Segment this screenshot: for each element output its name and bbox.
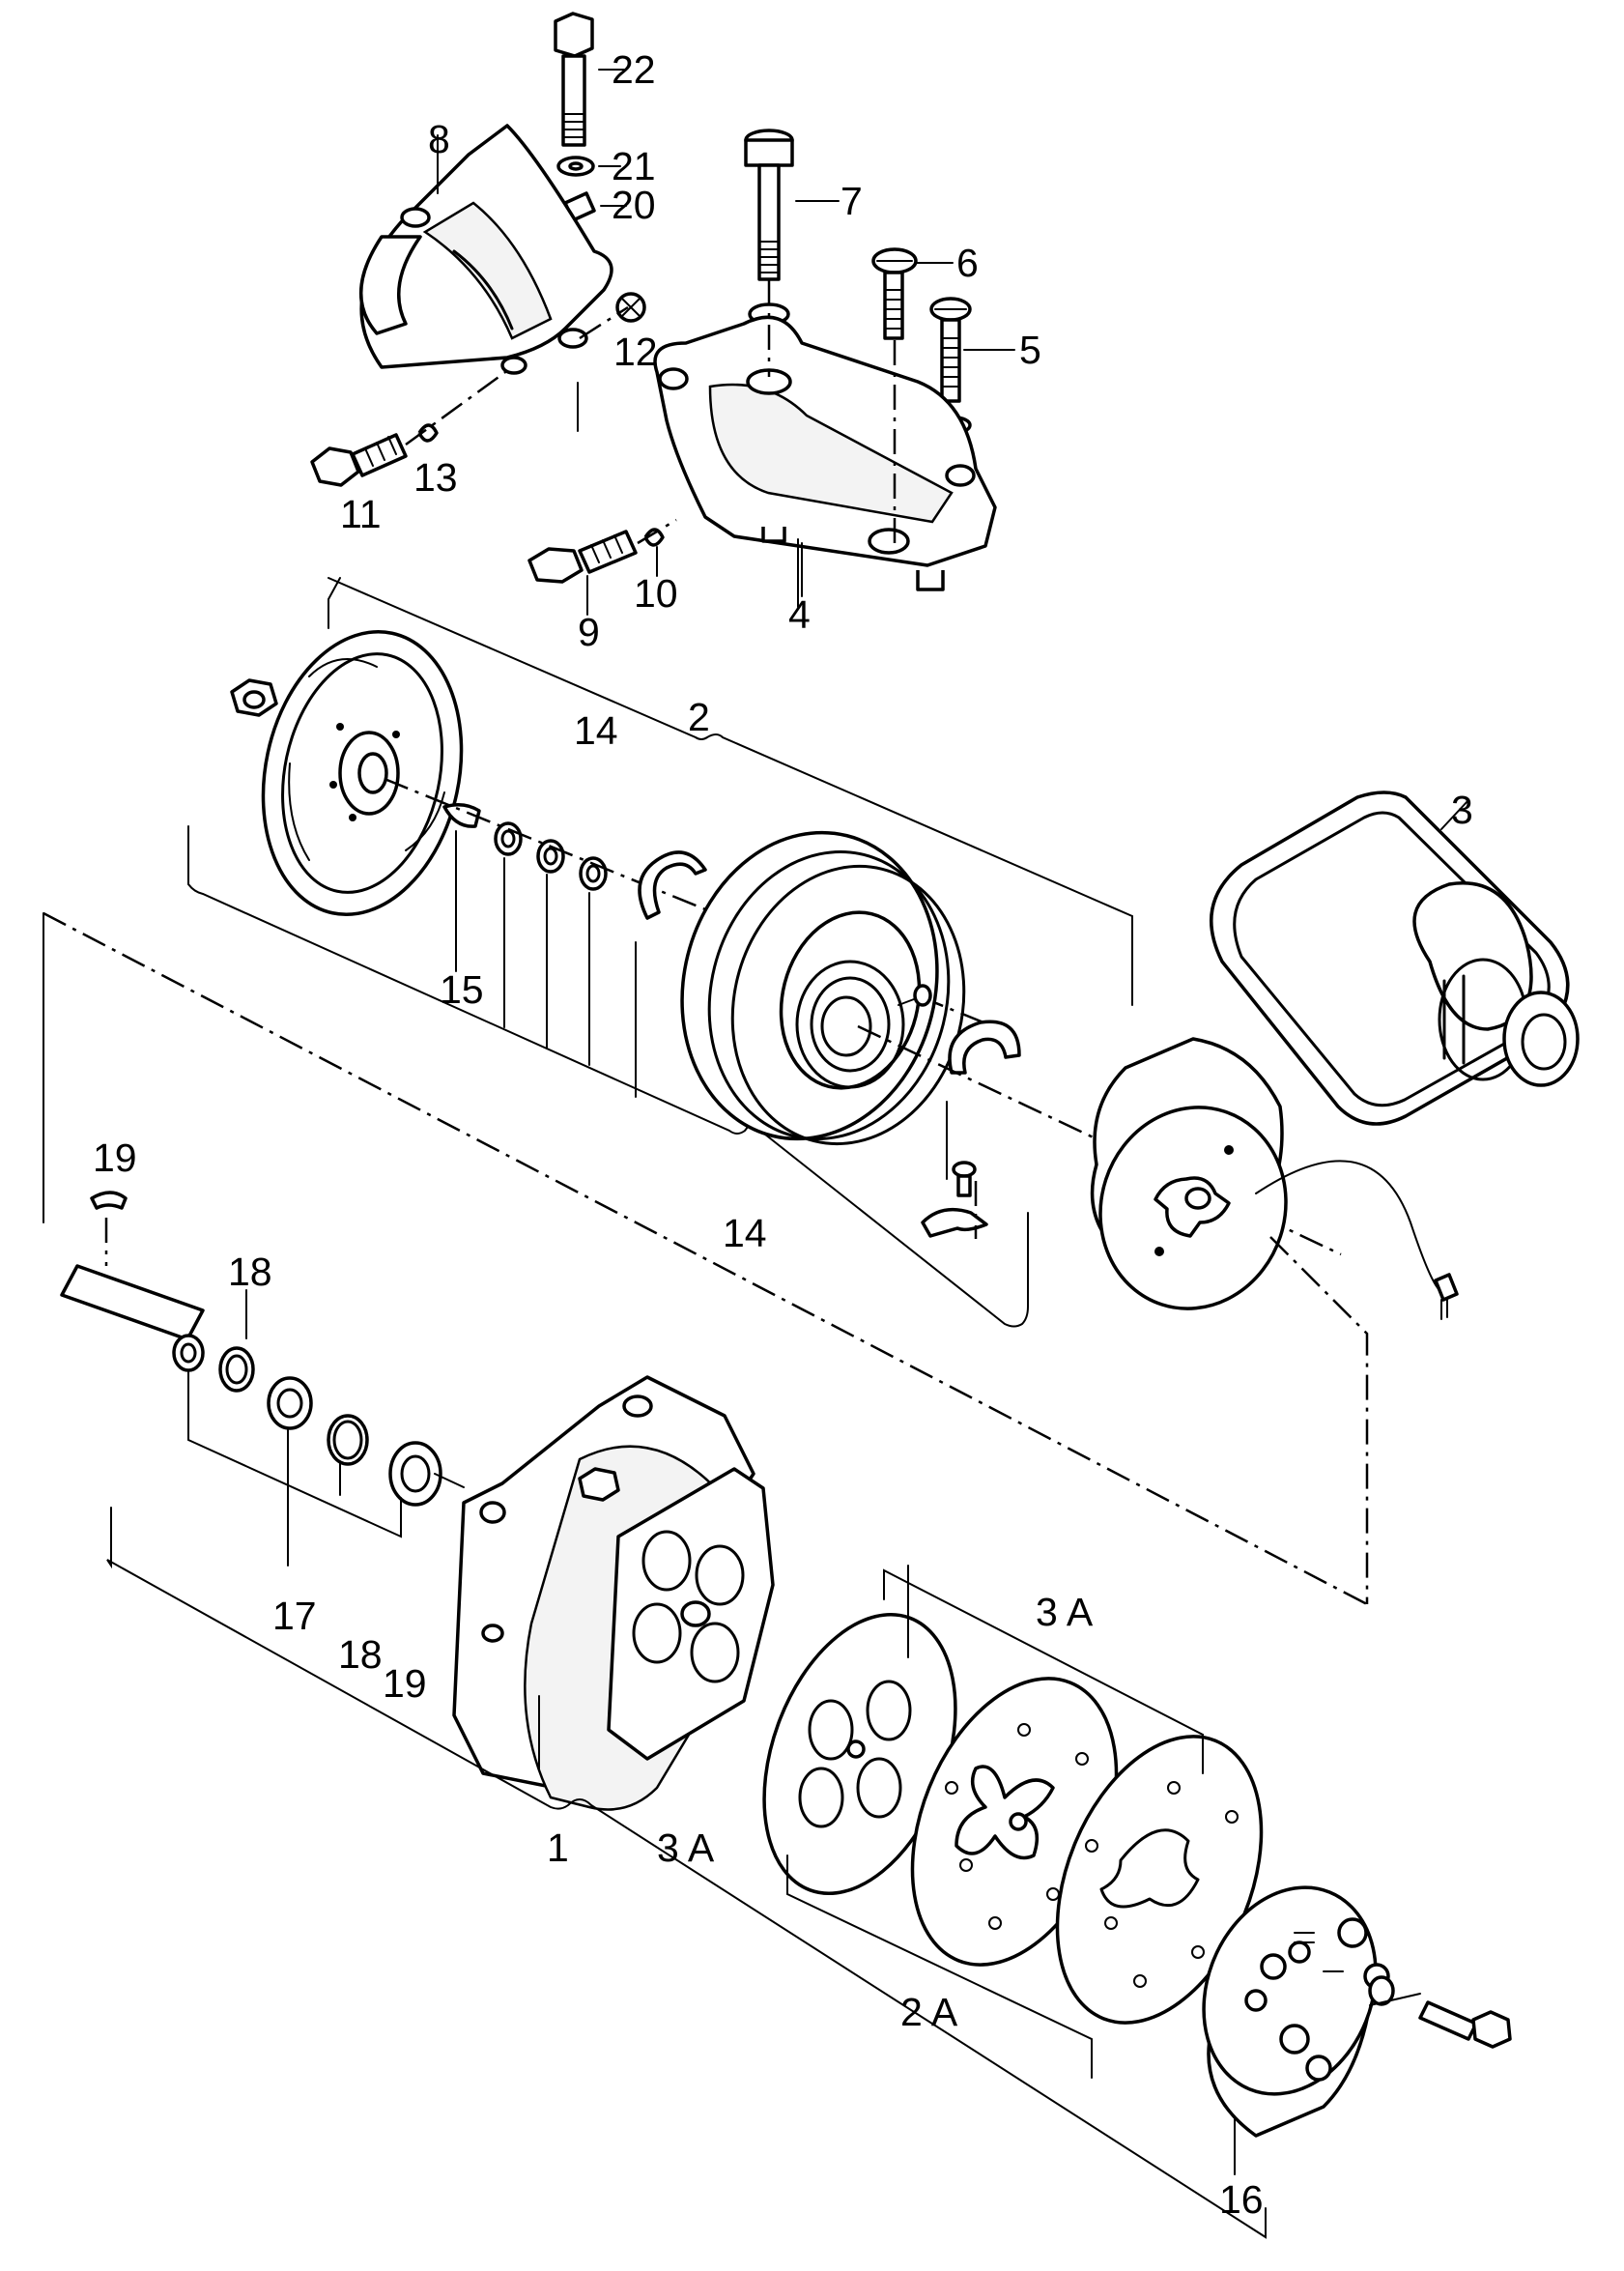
nut bbox=[230, 678, 278, 717]
leader-3 bbox=[1440, 799, 1469, 830]
label-18-top: 18 bbox=[228, 1250, 272, 1294]
label-7: 7 bbox=[840, 179, 863, 223]
seal-parts bbox=[172, 1334, 442, 1507]
label-2: 2 bbox=[688, 695, 710, 739]
bracket-4 bbox=[653, 315, 997, 591]
seal-bracket bbox=[187, 1371, 402, 1538]
label-4: 4 bbox=[788, 592, 811, 637]
label-16: 16 bbox=[1219, 2177, 1264, 2222]
snap-ring bbox=[638, 850, 707, 920]
magnetic-coil bbox=[1090, 1037, 1459, 1320]
label-14-bot: 14 bbox=[723, 1211, 767, 1255]
shim-washers bbox=[494, 821, 608, 891]
shaft bbox=[60, 1264, 205, 1341]
label-14-top: 14 bbox=[574, 708, 618, 753]
compressor-body bbox=[452, 1375, 775, 1811]
bolt-7 bbox=[744, 129, 794, 281]
label-1: 1 bbox=[547, 1825, 569, 1870]
bolt-9 bbox=[527, 530, 638, 584]
label-19-top: 19 bbox=[93, 1136, 137, 1180]
label-21: 21 bbox=[612, 144, 656, 188]
group-1-bracket bbox=[106, 1507, 1267, 2239]
label-18-bot: 18 bbox=[338, 1632, 383, 1677]
drive-belt bbox=[1210, 791, 1580, 1126]
group-2-bracket bbox=[328, 577, 1133, 1006]
key-15 bbox=[442, 803, 481, 828]
label-2a: 2 A bbox=[900, 1990, 958, 2034]
pulley bbox=[680, 830, 966, 1146]
bracket-3a-top bbox=[883, 1568, 1204, 1774]
label-8: 8 bbox=[428, 117, 450, 161]
label-3a-top: 3 A bbox=[1036, 1590, 1094, 1634]
label-11: 11 bbox=[340, 492, 382, 536]
spring-washer-10 bbox=[643, 528, 665, 547]
bolt-22 bbox=[554, 12, 594, 147]
clutch-plate bbox=[261, 629, 464, 917]
label-17: 17 bbox=[272, 1594, 317, 1638]
label-19-bot: 19 bbox=[383, 1661, 427, 1706]
label-15: 15 bbox=[440, 967, 484, 1012]
screw-clamp bbox=[921, 1161, 988, 1238]
bolt-11 bbox=[310, 433, 408, 487]
label-10: 10 bbox=[634, 571, 678, 616]
bolt-5 bbox=[929, 297, 972, 403]
label-9: 9 bbox=[578, 610, 600, 654]
spring-washer-13 bbox=[417, 423, 439, 443]
bracket-2a bbox=[786, 1854, 1093, 2079]
label-5: 5 bbox=[1019, 328, 1041, 372]
label-20: 20 bbox=[612, 183, 656, 227]
woodruff-key-19 bbox=[90, 1191, 128, 1210]
lock-washer-12 bbox=[615, 292, 646, 323]
bolt-6 bbox=[871, 247, 918, 340]
label-13: 13 bbox=[413, 455, 458, 500]
label-3a-mid: 3 A bbox=[657, 1825, 715, 1870]
label-12: 12 bbox=[613, 330, 658, 374]
snap-ring-2 bbox=[948, 1020, 1021, 1075]
label-22: 22 bbox=[612, 47, 656, 92]
label-3: 3 bbox=[1451, 788, 1473, 832]
reed-valve bbox=[1055, 1735, 1264, 2025]
label-6: 6 bbox=[956, 241, 979, 285]
cover-bolt bbox=[1368, 1975, 1512, 2049]
bracket-8 bbox=[358, 124, 613, 375]
